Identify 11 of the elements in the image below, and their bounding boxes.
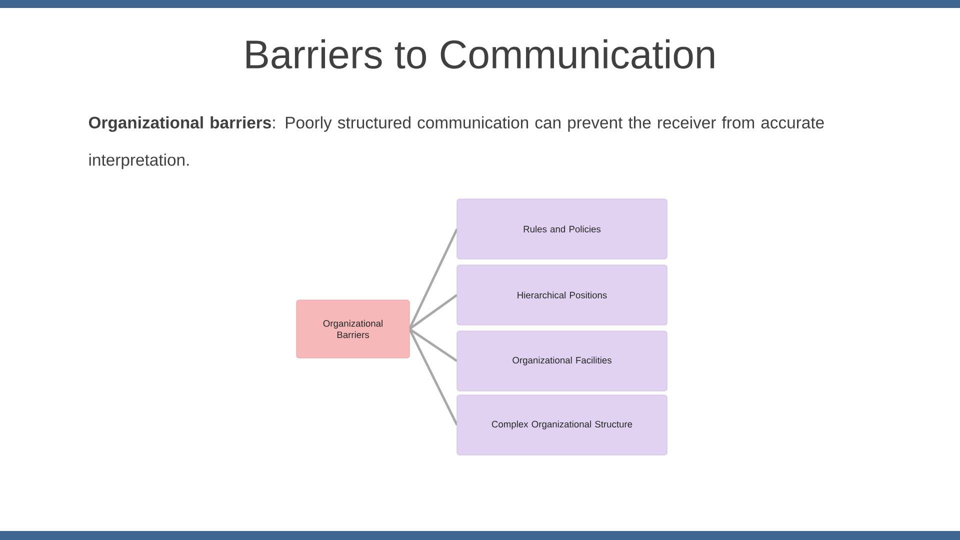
- category-box: Organizational Barriers: [296, 300, 410, 358]
- item-box: Organizational Facilities: [456, 330, 668, 392]
- item-box: Hierarchical Positions: [456, 264, 668, 326]
- connector-line: [408, 294, 458, 330]
- connector-line: [408, 228, 458, 330]
- connector-line: [408, 328, 458, 426]
- item-box: Rules and Policies: [456, 198, 668, 260]
- item-box: Complex Organizational Structure: [456, 394, 668, 456]
- connector-line: [408, 328, 458, 362]
- slide-title: Barriers to Communication: [246, 39, 714, 69]
- body-text: Organizational barriers: Poorly structured communication can prevent the receiver from accurate interpretation.: [88, 116, 824, 170]
